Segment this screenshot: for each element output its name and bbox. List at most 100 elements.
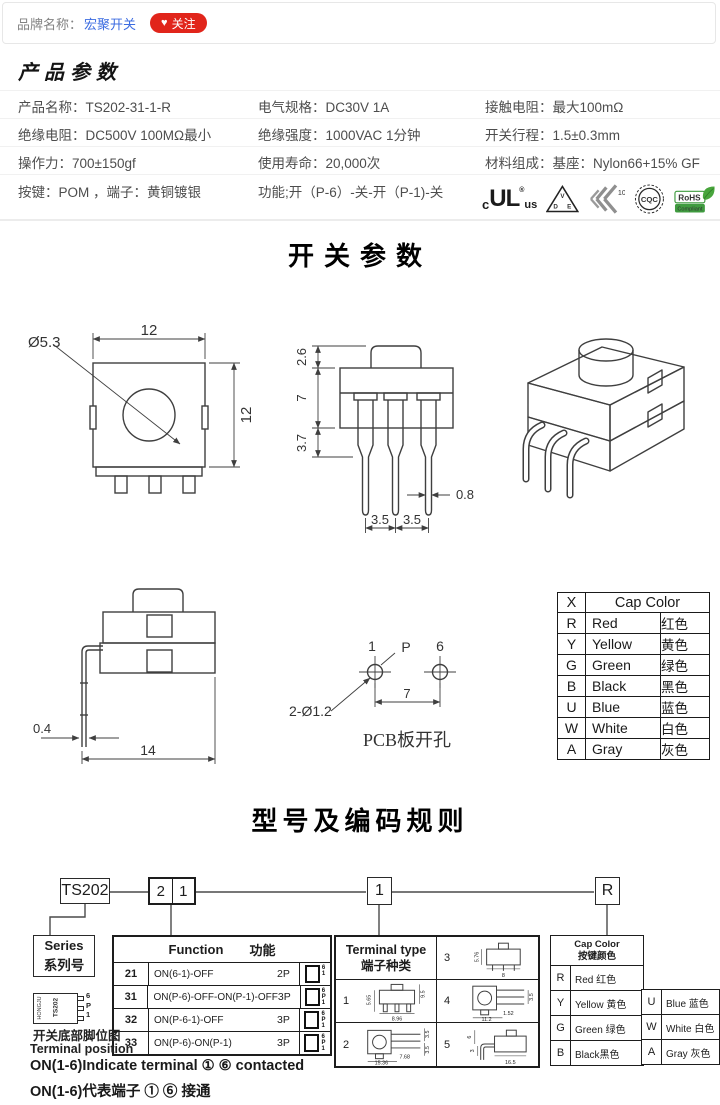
- param-travel: 开关行程：1.5±0.3mm: [485, 128, 620, 143]
- param-force: 操作力：700±150gf: [18, 156, 136, 171]
- perspective-view-drawing: [522, 338, 685, 499]
- cap-color-code-header: Cap Color 按键颜色: [550, 935, 644, 966]
- front-view-dimensions: [53, 333, 240, 468]
- terminal-type-cell-1: 1 5.65 9.5 8.96: [336, 980, 437, 1023]
- pcb-caption: PCB板开孔: [363, 730, 451, 750]
- svg-text:Compliant: Compliant: [677, 207, 703, 213]
- brand-link[interactable]: 宏聚开关: [84, 16, 137, 32]
- brand-bar: 品牌名称： 宏聚开关 ♥ 关注: [2, 2, 716, 44]
- model-coding-section: TS202 2 1 1 R Series 系列号 Function 功能 21 …: [0, 865, 720, 1105]
- terminal-type-cell-5: 5 16.5 6 3: [437, 1023, 538, 1066]
- hole-dia-label: Ø5.3: [28, 334, 61, 351]
- terminal-position-pin-labels: 6 P 1: [86, 991, 92, 1019]
- dim-pitch-left: 3.5: [371, 512, 389, 527]
- param-function: 功能;开（P-6）-关-开（P-1)-关: [258, 185, 444, 200]
- svg-text:11.2: 11.2: [482, 1017, 492, 1022]
- terminal-position-model: TS202: [52, 997, 60, 1018]
- side-view-outline: [339, 345, 454, 516]
- terminal-type-cell-4: 4 11.2 1.52 3.5: [437, 980, 538, 1023]
- svg-text:5.65: 5.65: [367, 995, 373, 1005]
- pin-stub: [77, 1006, 84, 1011]
- dim-height-label: 12: [238, 407, 255, 424]
- function-table-header: Function 功能: [114, 937, 330, 963]
- follow-button[interactable]: ♥ 关注: [150, 13, 207, 33]
- front-view-drawing: 12 12 Ø5.3: [28, 322, 255, 494]
- svg-text:CQC: CQC: [641, 195, 659, 204]
- terminal-sketch-5: 16.5 6 3: [467, 1029, 527, 1065]
- param-material: 材料组成：基座：Nylon66+15% GF: [485, 156, 700, 171]
- profile-dimensions: [41, 677, 216, 764]
- svg-text:E: E: [567, 204, 571, 211]
- terminal-type-cell-3: 3 5.76 8: [437, 937, 538, 980]
- side-view-dimensions: [312, 345, 450, 533]
- bent-pins-core: [524, 423, 588, 497]
- param-dielectric: 绝缘强度：1000VAC 1分钟: [258, 128, 421, 143]
- row-separator: [0, 146, 720, 147]
- dim-total-width: 14: [140, 742, 156, 758]
- svg-text:15.36: 15.36: [375, 1060, 388, 1065]
- terminal-sketch-4: 11.2 1.52 3.5: [472, 985, 535, 1022]
- model-terminal-box: 1: [367, 877, 392, 905]
- note-zh: ON(1-6)代表端子 ① ⑥ 接通: [30, 1084, 211, 1100]
- terminal-sketch-3: 5.76 8: [475, 942, 521, 979]
- pin-stub: [77, 1016, 84, 1021]
- terminal-type-header: Terminal type 端子种类: [336, 937, 437, 980]
- svg-text:5.76: 5.76: [475, 952, 481, 963]
- param-key-terminal: 按键：POM ，端子：黄铜镀银: [18, 185, 202, 200]
- vde-icon: V D E: [546, 184, 580, 213]
- svg-text:3.5: 3.5: [425, 1046, 431, 1053]
- terminal-type-table: Terminal type 端子种类 3 5.76 8 1 5.65 9.5 8…: [334, 935, 540, 1068]
- coding-connector-lines: [49, 891, 608, 935]
- certification-icons: c UL ® us V D E 10 CQC RoHS Compliant: [482, 181, 716, 217]
- product-params-title: 产品参数: [18, 60, 122, 84]
- terminal-position-caption-en: Terminal position: [30, 1042, 134, 1056]
- param-electrical: 电气规格：DC30V 1A: [258, 100, 390, 115]
- front-view-outline: [89, 362, 209, 494]
- switch-params-heading: 开关参数: [287, 241, 432, 271]
- dim-cap-height: 2.6: [294, 348, 309, 366]
- coding-rules-heading: 型号及编码规则: [251, 806, 469, 836]
- dim-body-height: 7: [294, 394, 309, 401]
- pcb-pitch: 7: [403, 686, 410, 701]
- terminal-sketch-2: 15.36 7.68 3.5 3.5: [367, 1027, 431, 1066]
- model-function-digit-b: 1: [171, 879, 195, 903]
- pcb-pin1-label: 1: [368, 638, 376, 654]
- dim-pin-width: 0.4: [33, 721, 51, 736]
- pcb-hole-drawing: 1 P 6 2-Ø1.2 7 PCB板开孔: [289, 638, 456, 750]
- follow-label: 关注: [171, 16, 196, 31]
- dim-width-label: 12: [141, 322, 158, 339]
- pcb-pin6-label: 6: [436, 638, 444, 654]
- row-separator: [0, 174, 720, 175]
- svg-text:3.5: 3.5: [425, 1030, 431, 1037]
- param-contact-res: 接触电阻：最大100mΩ: [485, 100, 624, 115]
- svg-text:8: 8: [502, 973, 505, 979]
- svg-text:V: V: [561, 193, 566, 200]
- svg-text:3: 3: [470, 1049, 476, 1052]
- svg-text:16.5: 16.5: [505, 1059, 516, 1065]
- series-legend-box: Series 系列号: [33, 935, 95, 977]
- terminal-position-brand: HONGJU: [37, 996, 43, 1020]
- svg-text:RoHS: RoHS: [678, 193, 701, 202]
- table-row: X Cap Color: [557, 592, 710, 613]
- dim-pin-height: 3.7: [294, 434, 309, 452]
